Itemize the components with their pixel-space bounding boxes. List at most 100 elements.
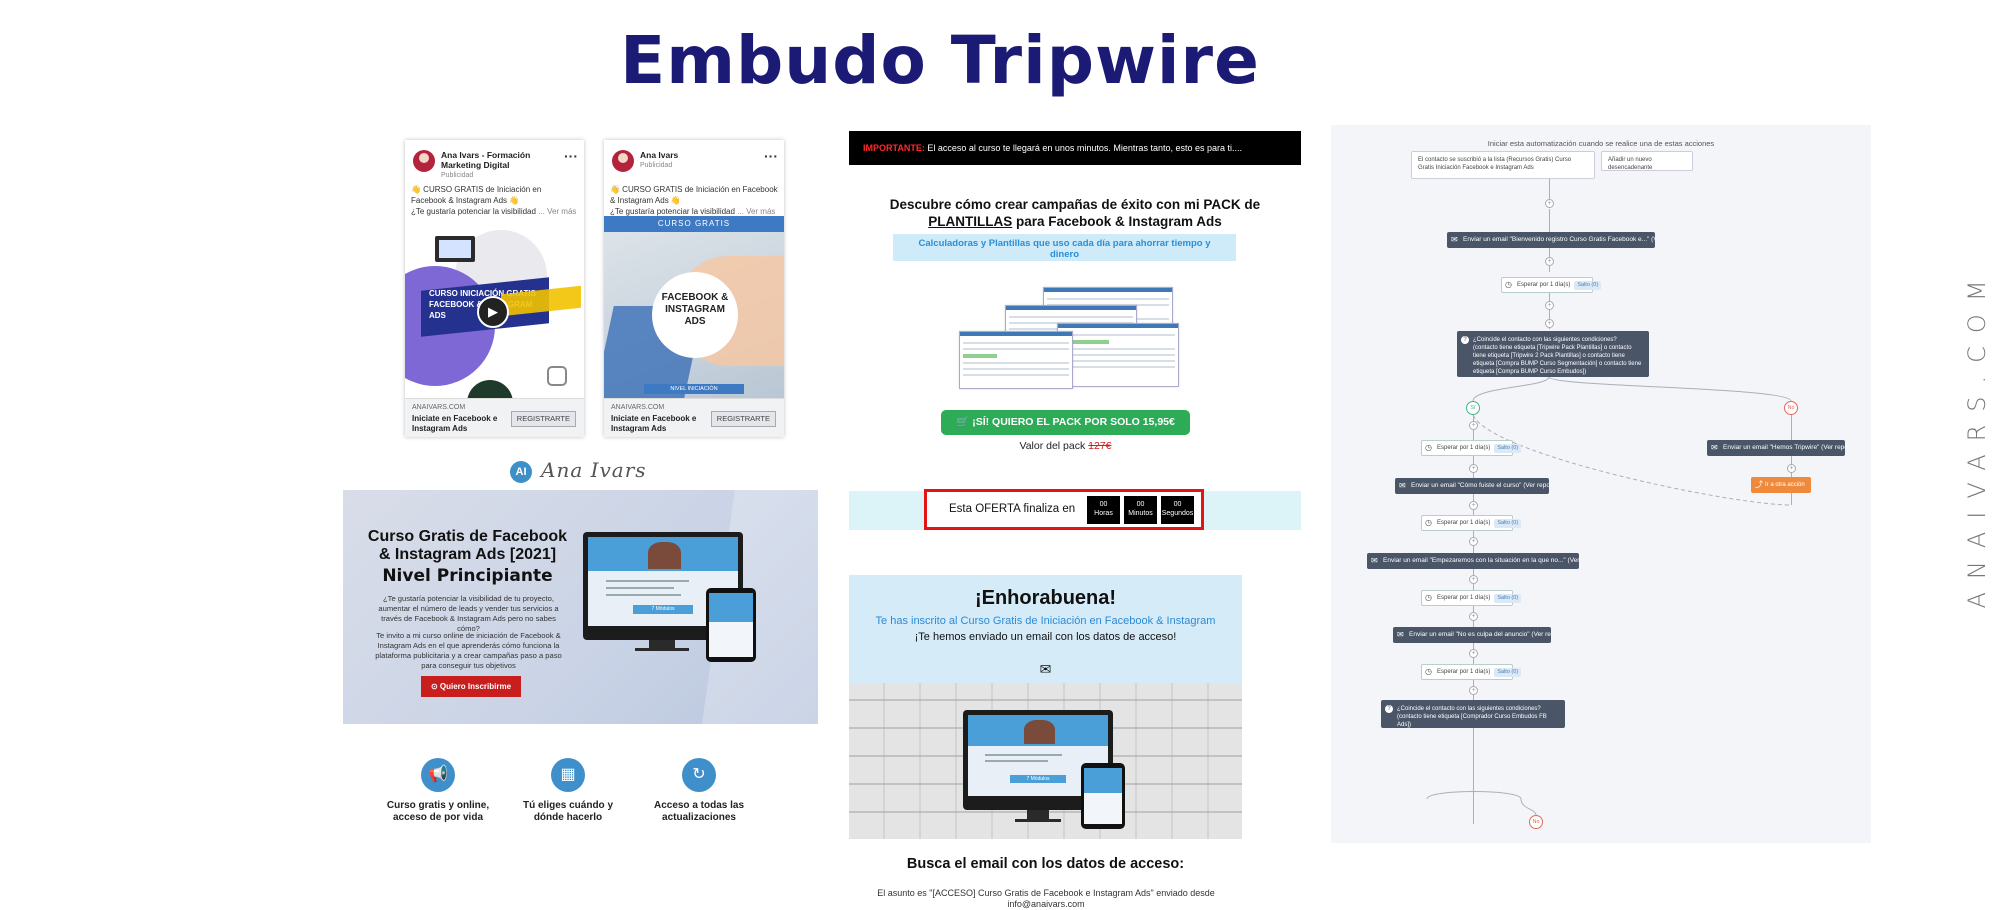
monitor-mockup: 7 Módulos bbox=[963, 710, 1113, 810]
feature-1-line2: acceso de por vida bbox=[392, 812, 484, 823]
thank-you-page: ¡Enhorabuena! Te has inscrito al Curso G… bbox=[849, 575, 1242, 839]
enroll-button[interactable]: ⊙ Quiero Inscribirme bbox=[421, 676, 521, 697]
automation-email-step[interactable]: Enviar un email "Bienvenido registro Cur… bbox=[1447, 232, 1655, 248]
buy-pack-button[interactable]: 🛒¡SÍ! QUIERO EL PACK POR SOLO 15,95€ bbox=[941, 410, 1190, 435]
automation-trigger[interactable]: El contacto se suscribió a la lista (Rec… bbox=[1411, 151, 1595, 179]
ad-footer: ANAIVARS.COM Iniciate en Facebook e Inst… bbox=[405, 398, 584, 437]
ad-page-name[interactable]: Ana Ivars bbox=[640, 150, 679, 160]
add-step-icon[interactable]: + bbox=[1469, 649, 1478, 658]
calendar-icon: ▦ bbox=[551, 758, 585, 792]
add-step-icon[interactable]: + bbox=[1469, 575, 1478, 584]
landing-title: Curso Gratis de Facebook & Instagram Ads… bbox=[367, 528, 568, 563]
refresh-icon: ↻ bbox=[682, 758, 716, 792]
facebook-ad-card-2[interactable]: Ana Ivars Publicidad ··· 👋 CURSO GRATIS … bbox=[604, 140, 784, 437]
automation-condition[interactable]: ¿Coincide el contacto con las siguientes… bbox=[1381, 700, 1565, 728]
register-button[interactable]: REGISTRARTE bbox=[510, 411, 576, 427]
register-button[interactable]: REGISTRARTE bbox=[710, 411, 776, 427]
enroll-button-label: Quiero Inscribirme bbox=[439, 682, 512, 691]
wait-tag: Salto (0) bbox=[1494, 444, 1522, 453]
add-trigger-button[interactable]: Añadir un nuevo desencadenante bbox=[1601, 151, 1693, 171]
automation-connectors bbox=[1426, 376, 1792, 816]
monitor-modules-label: 7 Módulos bbox=[1026, 775, 1050, 782]
more-options-icon[interactable]: ··· bbox=[764, 148, 778, 164]
avatar bbox=[413, 150, 435, 172]
automation-condition[interactable]: ¿Coincide el contacto con las siguientes… bbox=[1457, 331, 1649, 377]
wait-label: Esperar por 1 día(s) bbox=[1437, 595, 1491, 601]
automation-email-step[interactable]: Enviar un email "Hemos Tripwire" (Ver re… bbox=[1707, 440, 1845, 456]
ad-domain: ANAIVARS.COM bbox=[412, 404, 466, 411]
phone-mockup bbox=[1081, 763, 1125, 829]
countdown-minutes-value: 00 bbox=[1136, 501, 1145, 508]
add-step-icon[interactable]: + bbox=[1545, 319, 1554, 328]
facebook-ad-card-1[interactable]: Ana Ivars - Formación Marketing Digital … bbox=[405, 140, 584, 437]
watermark: ANAIVARS.COM bbox=[1963, 228, 1991, 648]
add-step-icon[interactable]: + bbox=[1469, 501, 1478, 510]
automation-wait-step[interactable]: Esperar por 1 día(s)Salto (0) bbox=[1421, 664, 1522, 680]
play-circle-icon: ⊙ bbox=[430, 682, 440, 691]
landing-page-preview: Curso Gratis de Facebook & Instagram Ads… bbox=[343, 490, 818, 724]
wait-tag: Salto (0) bbox=[1494, 594, 1522, 603]
wait-tag: Salto (0) bbox=[1574, 281, 1602, 290]
see-more-link[interactable]: ... Ver más bbox=[737, 207, 776, 216]
automation-wait-step[interactable]: Esperar por 1 día(s)Salto (0) bbox=[1421, 590, 1522, 606]
ad-banner-bottom: NIVEL INICIACIÓN bbox=[644, 384, 744, 394]
automation-email-step[interactable]: Enviar un email "Cómo fuiste el curso" (… bbox=[1395, 478, 1549, 494]
add-step-icon[interactable]: + bbox=[1469, 612, 1478, 621]
automation-flow: Iniciar esta automatización cuando se re… bbox=[1331, 125, 1871, 843]
important-notice-bar: IMPORTANTE: El acceso al curso te llegar… bbox=[849, 131, 1301, 165]
add-step-icon[interactable]: + bbox=[1469, 537, 1478, 546]
goto-action-step[interactable]: Ir a otra acción bbox=[1751, 477, 1811, 493]
ad-cta-text[interactable]: Iniciate en Facebook e Instagram Ads bbox=[611, 414, 697, 433]
add-step-icon[interactable]: + bbox=[1545, 257, 1554, 266]
search-email-title: Busca el email con los datos de acceso: bbox=[906, 856, 1185, 872]
wait-tag: Salto (0) bbox=[1494, 668, 1522, 677]
phone-mockup bbox=[706, 588, 756, 662]
ad-sponsored-label: Publicidad bbox=[441, 172, 474, 179]
monitor-mockup: 7 Módulos bbox=[583, 532, 743, 640]
automation-wait-step[interactable]: Esperar por 1 día(s)Salto (0) bbox=[1501, 277, 1602, 293]
ad-header: Ana Ivars - Formación Marketing Digital … bbox=[413, 148, 578, 180]
add-step-icon[interactable]: + bbox=[1545, 301, 1554, 310]
feature-label-2: Tú eliges cuándo y dónde hacerlo bbox=[503, 800, 633, 824]
thanks-heading: ¡Enhorabuena! bbox=[974, 587, 1117, 609]
automation-email-step[interactable]: Enviar un email "No es culpa del anuncio… bbox=[1393, 627, 1551, 643]
thanks-sent: ¡Te hemos enviado un email con los datos… bbox=[914, 631, 1177, 643]
automation-email-step[interactable]: Enviar un email "Empezaremos con la situ… bbox=[1367, 553, 1579, 569]
ad-video-thumbnail[interactable]: CURSO INICIACIÓN GRATIS FACEBOOK & INSTA… bbox=[405, 216, 584, 398]
automation-wait-step[interactable]: Esperar por 1 día(s)Salto (0) bbox=[1421, 515, 1522, 531]
ad-text-line1: 👋 CURSO GRATIS de Iniciación en Facebook… bbox=[411, 185, 542, 205]
ad-banner-top: CURSO GRATIS bbox=[604, 216, 784, 232]
countdown-seconds-unit: Segundos bbox=[1161, 510, 1194, 517]
ad-header: Ana Ivars Publicidad ··· bbox=[612, 148, 778, 180]
add-step-icon[interactable]: + bbox=[1545, 199, 1554, 208]
play-icon[interactable]: ▶ bbox=[477, 296, 509, 328]
monitor-base bbox=[1015, 819, 1061, 822]
ad-footer: ANAIVARS.COM Iniciate en Facebook e Inst… bbox=[604, 398, 784, 437]
ad-page-name[interactable]: Ana Ivars - Formación Marketing Digital bbox=[441, 150, 531, 170]
landing-subtitle: Nivel Principiante bbox=[382, 566, 553, 586]
ad-image[interactable]: CURSO GRATIS FACEBOOK & INSTAGRAM ADS NI… bbox=[604, 216, 784, 398]
add-step-icon[interactable]: + bbox=[1787, 464, 1796, 473]
feature-1-line1: Curso gratis y online, bbox=[386, 800, 490, 811]
ad-domain: ANAIVARS.COM bbox=[611, 404, 665, 411]
landing-paragraph-2: Te invito a mi curso online de iniciació… bbox=[375, 631, 562, 670]
more-options-icon[interactable]: ··· bbox=[564, 148, 578, 164]
automation-wait-step[interactable]: Esperar por 1 día(s)Salto (0) bbox=[1421, 440, 1522, 456]
landing-paragraph-1: ¿Te gustaría potenciar la visibilidad de… bbox=[378, 594, 559, 633]
ad-cta-text[interactable]: Iniciate en Facebook e Instagram Ads bbox=[412, 414, 498, 433]
value-old-price: 127€ bbox=[1088, 440, 1112, 452]
megaphone-icon: 📢 bbox=[421, 758, 455, 792]
sales-headline-line2: para Facebook & Instagram Ads bbox=[1012, 214, 1222, 229]
feature-label-1: Curso gratis y online, acceso de por vid… bbox=[373, 800, 503, 824]
monitor-stand bbox=[1027, 810, 1049, 820]
ad-sponsored-label: Publicidad bbox=[640, 162, 673, 169]
add-step-icon[interactable]: + bbox=[1469, 686, 1478, 695]
feature-label-3: Acceso a todas las actualizaciones bbox=[634, 800, 764, 824]
see-more-link[interactable]: ... Ver más bbox=[538, 207, 577, 216]
instagram-icon bbox=[547, 366, 567, 386]
add-step-icon[interactable]: + bbox=[1469, 464, 1478, 473]
add-step-icon[interactable]: + bbox=[1469, 421, 1478, 430]
